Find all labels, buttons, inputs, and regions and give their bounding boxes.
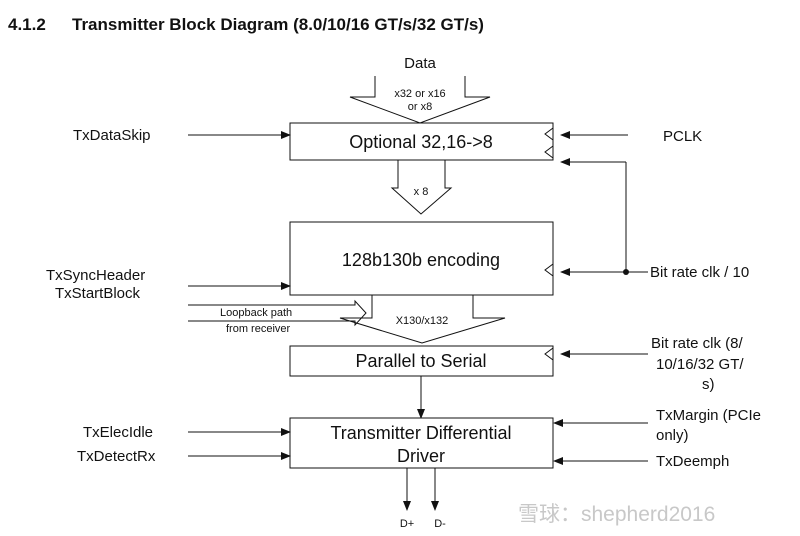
x130-label: X130/x132 xyxy=(396,315,449,327)
driver-block-label-line1: Transmitter Differential xyxy=(330,423,511,443)
x8-arrow xyxy=(390,160,453,215)
txmargin-label-line1: TxMargin (PCIe xyxy=(656,407,761,424)
clock-symbol-p2s xyxy=(544,347,554,361)
txelecidle-label: TxElecIdle xyxy=(83,424,153,441)
data-width-note-1: x32 or x16 xyxy=(394,88,445,100)
loopback-label-2: from receiver xyxy=(226,323,291,335)
x8-label: x 8 xyxy=(414,186,429,198)
data-label: Data xyxy=(404,55,436,72)
optional-width-block-label: Optional 32,16->8 xyxy=(349,132,493,152)
txsyncheader-label: TxSyncHeader xyxy=(46,267,145,284)
driver-block xyxy=(289,417,554,469)
encoding-block xyxy=(289,221,554,296)
data-width-note-2: or x8 xyxy=(408,101,432,113)
txdataskip-label: TxDataSkip xyxy=(73,127,151,144)
diagram-title: Transmitter Block Diagram (8.0/10/16 GT/… xyxy=(72,15,484,34)
clock-symbol-encoding xyxy=(544,263,554,277)
bitrate-label-line2: 10/16/32 GT/ xyxy=(656,356,744,373)
loopback-arrow xyxy=(188,299,367,327)
clock-symbol-optional-1 xyxy=(544,127,554,141)
pclk-label: PCLK xyxy=(663,128,702,145)
bitrate10-label: Bit rate clk / 10 xyxy=(650,264,749,281)
txdeemph-label: TxDeemph xyxy=(656,453,729,470)
loopback-label-1: Loopback path xyxy=(220,307,292,319)
clock-symbol-optional-2 xyxy=(544,145,554,159)
x130-arrow xyxy=(339,295,506,344)
parallel-to-serial-block xyxy=(289,345,554,377)
bitrate-label-line3: s) xyxy=(702,376,715,393)
bitrate-label-line1: Bit rate clk (8/ xyxy=(651,335,744,352)
optional-width-block xyxy=(289,122,554,161)
parallel-to-serial-label: Parallel to Serial xyxy=(355,351,486,371)
section-number: 4.1.2 xyxy=(8,15,46,34)
dminus-label: D- xyxy=(434,518,446,530)
watermark-text: 雪球：shepherd2016 xyxy=(518,503,715,526)
txdetectrx-label: TxDetectRx xyxy=(77,448,156,465)
dplus-label: D+ xyxy=(400,518,414,530)
encoding-block-label: 128b130b encoding xyxy=(342,250,500,270)
txmargin-label-line2: only) xyxy=(656,427,689,444)
driver-block-label-line2: Driver xyxy=(397,446,445,466)
txstartblock-label: TxStartBlock xyxy=(55,285,141,302)
